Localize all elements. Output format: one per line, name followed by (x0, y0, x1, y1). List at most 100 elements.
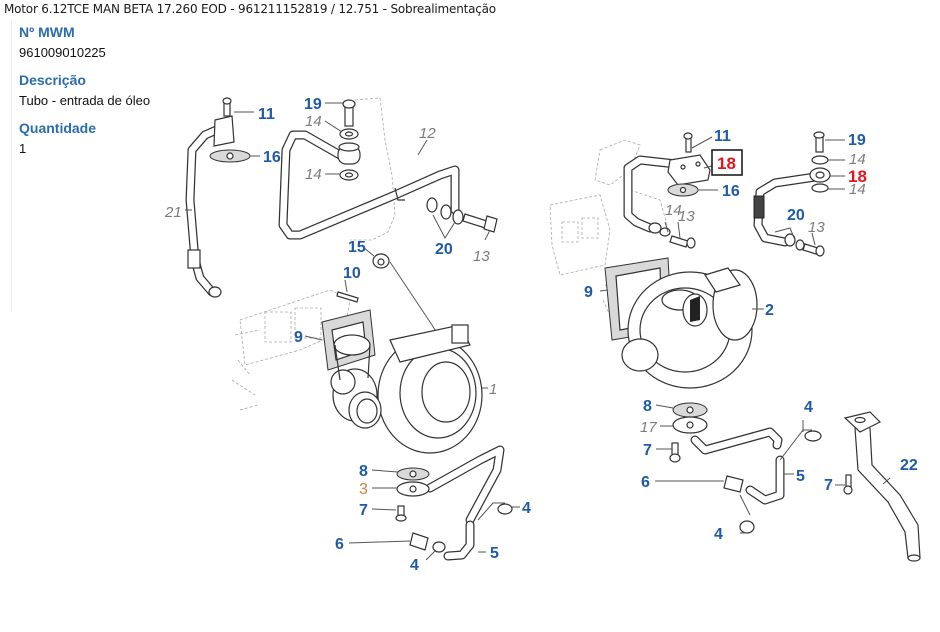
oil-drain-pipe-left[interactable] (425, 445, 505, 525)
callout-14-right[interactable]: 14 (665, 202, 682, 219)
callout-14-upper-left[interactable]: 14 (305, 113, 322, 130)
panel-divider (11, 20, 12, 312)
part-4-clamp-upper-right[interactable] (804, 430, 822, 442)
part-11-bolt-left[interactable] (222, 97, 232, 117)
leader-line (389, 261, 441, 339)
callout-7-left[interactable]: 7 (359, 502, 368, 519)
callout-14-right-lower[interactable]: 14 (849, 181, 866, 198)
engine-block-outline-left (231, 97, 396, 411)
callout-15[interactable]: 15 (348, 239, 366, 256)
part-7-bolt-far-right[interactable] (843, 474, 853, 495)
part-8-gasket-left[interactable] (396, 467, 430, 481)
callout-8-left[interactable]: 8 (359, 463, 368, 480)
part-13-bolt-left[interactable] (462, 213, 498, 233)
part-20-washer-b-left[interactable] (452, 209, 464, 225)
part-2-turbocharger[interactable] (621, 267, 758, 389)
part-6-connector-right[interactable] (723, 475, 744, 493)
description-value: Tubo - entrada de óleo (19, 93, 151, 108)
callout-20-left[interactable]: 20 (435, 241, 453, 258)
callout-4-lower-right[interactable]: 4 (714, 526, 723, 543)
part-22-drain-tube[interactable] (843, 411, 921, 562)
description-label: Descrição (19, 72, 86, 88)
part-7-bolt-right[interactable] (669, 442, 681, 463)
callout-5-left[interactable]: 5 (490, 545, 499, 562)
quantity-label: Quantidade (19, 120, 97, 136)
part-11-bolt-right[interactable] (683, 132, 693, 153)
callout-1[interactable]: 1 (489, 381, 497, 398)
part-14-washer-right-upper[interactable] (811, 155, 829, 165)
part-5-hose-left[interactable] (443, 520, 475, 561)
washer-hole (344, 131, 354, 137)
part-19-banjo-bolt-left[interactable] (342, 99, 356, 127)
callout-18-selected[interactable]: 18 (717, 154, 736, 173)
part-3-flange[interactable] (396, 481, 430, 497)
quantity-value: 1 (19, 141, 27, 156)
callout-19-left[interactable]: 19 (304, 96, 322, 113)
part-4-clamp-lower-left[interactable] (432, 541, 446, 553)
callout-14-lower-left[interactable]: 14 (305, 166, 322, 183)
callout-22[interactable]: 22 (900, 457, 918, 474)
part-4-clamp-upper-left[interactable] (497, 503, 513, 515)
part-1-turbocharger[interactable] (330, 324, 483, 454)
callout-12[interactable]: 12 (419, 125, 436, 142)
callout-6-left[interactable]: 6 (335, 536, 344, 553)
callout-4-lower-left[interactable]: 4 (410, 557, 419, 574)
part-14-washer-right-lower[interactable] (811, 183, 829, 193)
callout-7-far-right[interactable]: 7 (824, 477, 833, 494)
part-13-bolt-right-b[interactable] (802, 243, 825, 257)
part-12-oil-pipe[interactable] (278, 130, 460, 240)
part-10-stud[interactable] (336, 291, 359, 303)
part-info-panel: Nº MWM 961009010225 Descrição Tubo - ent… (19, 24, 169, 168)
part-16-gasket-right[interactable] (667, 183, 699, 197)
callout-4-upper-right[interactable]: 4 (804, 399, 813, 416)
callout-21[interactable]: 21 (164, 204, 182, 221)
callout-11-left[interactable]: 11 (258, 106, 275, 123)
part-18-oil-inlet-pipe[interactable] (623, 154, 711, 234)
callout-7-right[interactable]: 7 (643, 442, 652, 459)
mwm-number-value: 961009010225 (19, 45, 106, 60)
callout-10[interactable]: 10 (343, 265, 361, 282)
part-21-hose[interactable] (185, 115, 235, 298)
part-7-bolt-left[interactable] (395, 505, 407, 522)
part-17-drain-flange[interactable] (672, 416, 708, 434)
part-19-banjo-bolt-right[interactable] (813, 131, 825, 153)
callout-11-right[interactable]: 11 (714, 128, 731, 145)
part-8-gasket-right[interactable] (672, 402, 708, 418)
part-6-connector[interactable] (409, 532, 429, 551)
callout-6-right[interactable]: 6 (641, 474, 650, 491)
callout-4-upper-left[interactable]: 4 (522, 500, 531, 517)
callout-13-right-a[interactable]: 13 (678, 208, 695, 225)
callout-20-right[interactable]: 20 (787, 207, 805, 224)
part-18-banjo-fitting-left[interactable] (337, 142, 361, 165)
callout-9-right[interactable]: 9 (584, 284, 593, 301)
callout-3[interactable]: 3 (359, 481, 368, 498)
part-16-gasket-left[interactable] (209, 149, 251, 163)
exploded-parts-diagram: 11 16 21 19 14 14 12 20 13 15 10 9 1 8 3… (164, 96, 921, 574)
part-13-bolt-right-a[interactable] (669, 235, 696, 249)
callout-18-right[interactable]: 18 (848, 167, 867, 186)
callout-13-left[interactable]: 13 (473, 248, 490, 265)
oil-drain-pipe-right[interactable] (690, 427, 783, 455)
mwm-number-label: Nº MWM (19, 24, 75, 40)
callout-9-left[interactable]: 9 (294, 329, 303, 346)
part-20-washer-right[interactable] (795, 239, 805, 251)
callout-13-right-b[interactable]: 13 (808, 219, 825, 236)
part-5-hose-right[interactable] (745, 455, 785, 505)
callout-17[interactable]: 17 (640, 419, 657, 436)
part-14-washer-right[interactable] (659, 227, 671, 237)
selected-item-box (711, 149, 743, 176)
callout-16-left[interactable]: 16 (263, 149, 281, 166)
callout-5-right[interactable]: 5 (796, 468, 805, 485)
callout-19-right[interactable]: 19 (848, 132, 866, 149)
callout-8-right[interactable]: 8 (643, 398, 652, 415)
callout-2[interactable]: 2 (765, 302, 774, 319)
callout-16-right[interactable]: 16 (722, 183, 740, 200)
part-4-clamp-lower-right[interactable] (739, 520, 755, 534)
part-20-washer-a-left[interactable] (426, 197, 438, 213)
part-18-banjo-pipe-right[interactable] (753, 167, 831, 247)
washer-hole (344, 172, 354, 178)
part-15-nut[interactable] (372, 253, 390, 269)
part-20-fitting-left[interactable] (440, 204, 452, 220)
breadcrumb-title: Motor 6.12TCE MAN BETA 17.260 EOD - 9612… (4, 2, 496, 16)
callout-14-right-upper[interactable]: 14 (849, 151, 866, 168)
